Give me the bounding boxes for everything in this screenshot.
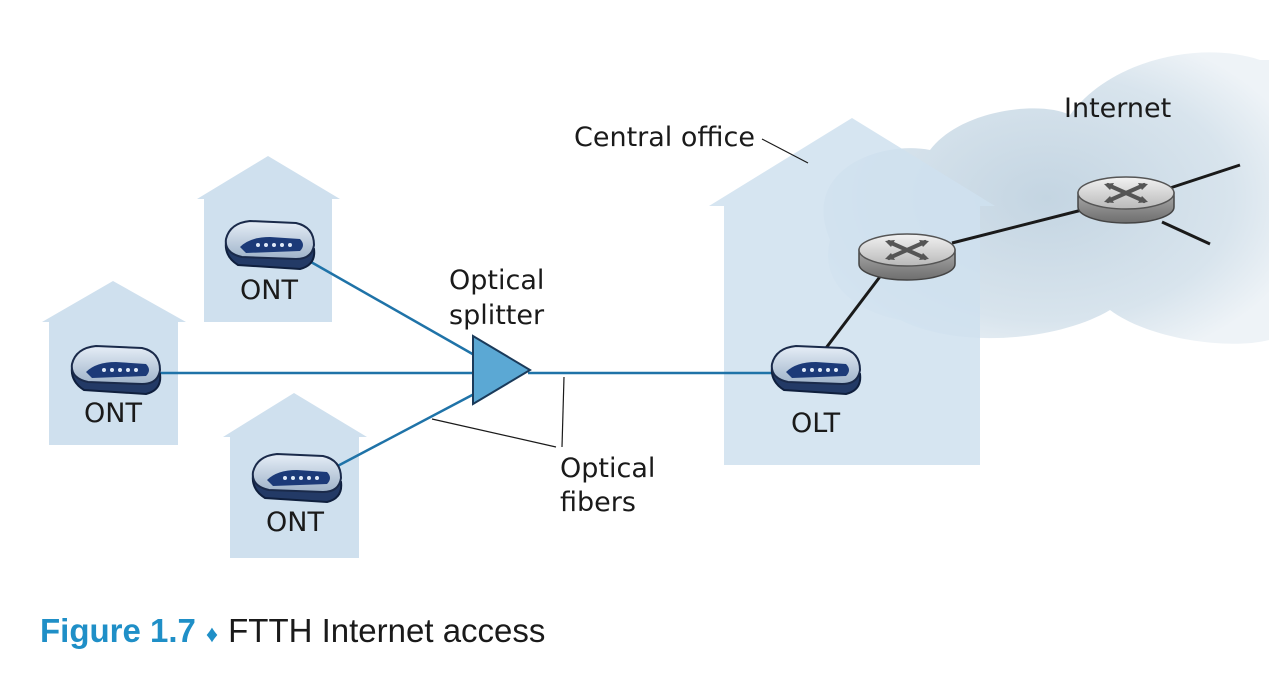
pointer-fibers-b [561,376,565,448]
optical-splitter-label-2: splitter [449,300,545,331]
network-links [824,163,1241,349]
link-internet-down [1161,220,1211,246]
ont-label-left: ONT [84,398,142,429]
optical-splitter-icon [472,334,532,406]
ont-label-bottom: ONT [266,507,324,538]
figure-caption: Figure 1.7 ♦ FTTH Internet access [40,612,545,650]
optical-splitter-label-1: Optical [449,265,544,296]
pointer-lines [431,138,809,448]
router-icon [857,232,957,282]
ont-device-icon [251,453,343,503]
internet-label: Internet [1064,93,1171,124]
caption-text: FTTH Internet access [228,612,546,649]
caption-separator: ♦ [205,621,219,648]
figure-number: Figure 1.7 [40,612,196,649]
ont-device-icon [224,220,316,270]
optical-fibers [156,256,772,472]
fiber-bottom [329,391,477,472]
link-router-router [951,208,1083,245]
olt-device-icon [770,345,862,395]
fiber-top [303,256,477,358]
link-olt-router [824,273,884,349]
optical-fibers-label-1: Optical [560,453,655,484]
optical-fibers-label-2: fibers [560,487,636,518]
ont-device-icon [70,345,162,395]
router-icon [1076,175,1176,225]
olt-label: OLT [791,408,841,439]
pointer-fibers-a [431,418,557,448]
ont-label-top: ONT [240,275,298,306]
pointer-central-office [761,138,809,164]
link-internet-up [1169,163,1241,190]
ftth-diagram: Internet Central office Optical splitter… [42,52,1269,558]
central-office-label: Central office [574,122,755,153]
